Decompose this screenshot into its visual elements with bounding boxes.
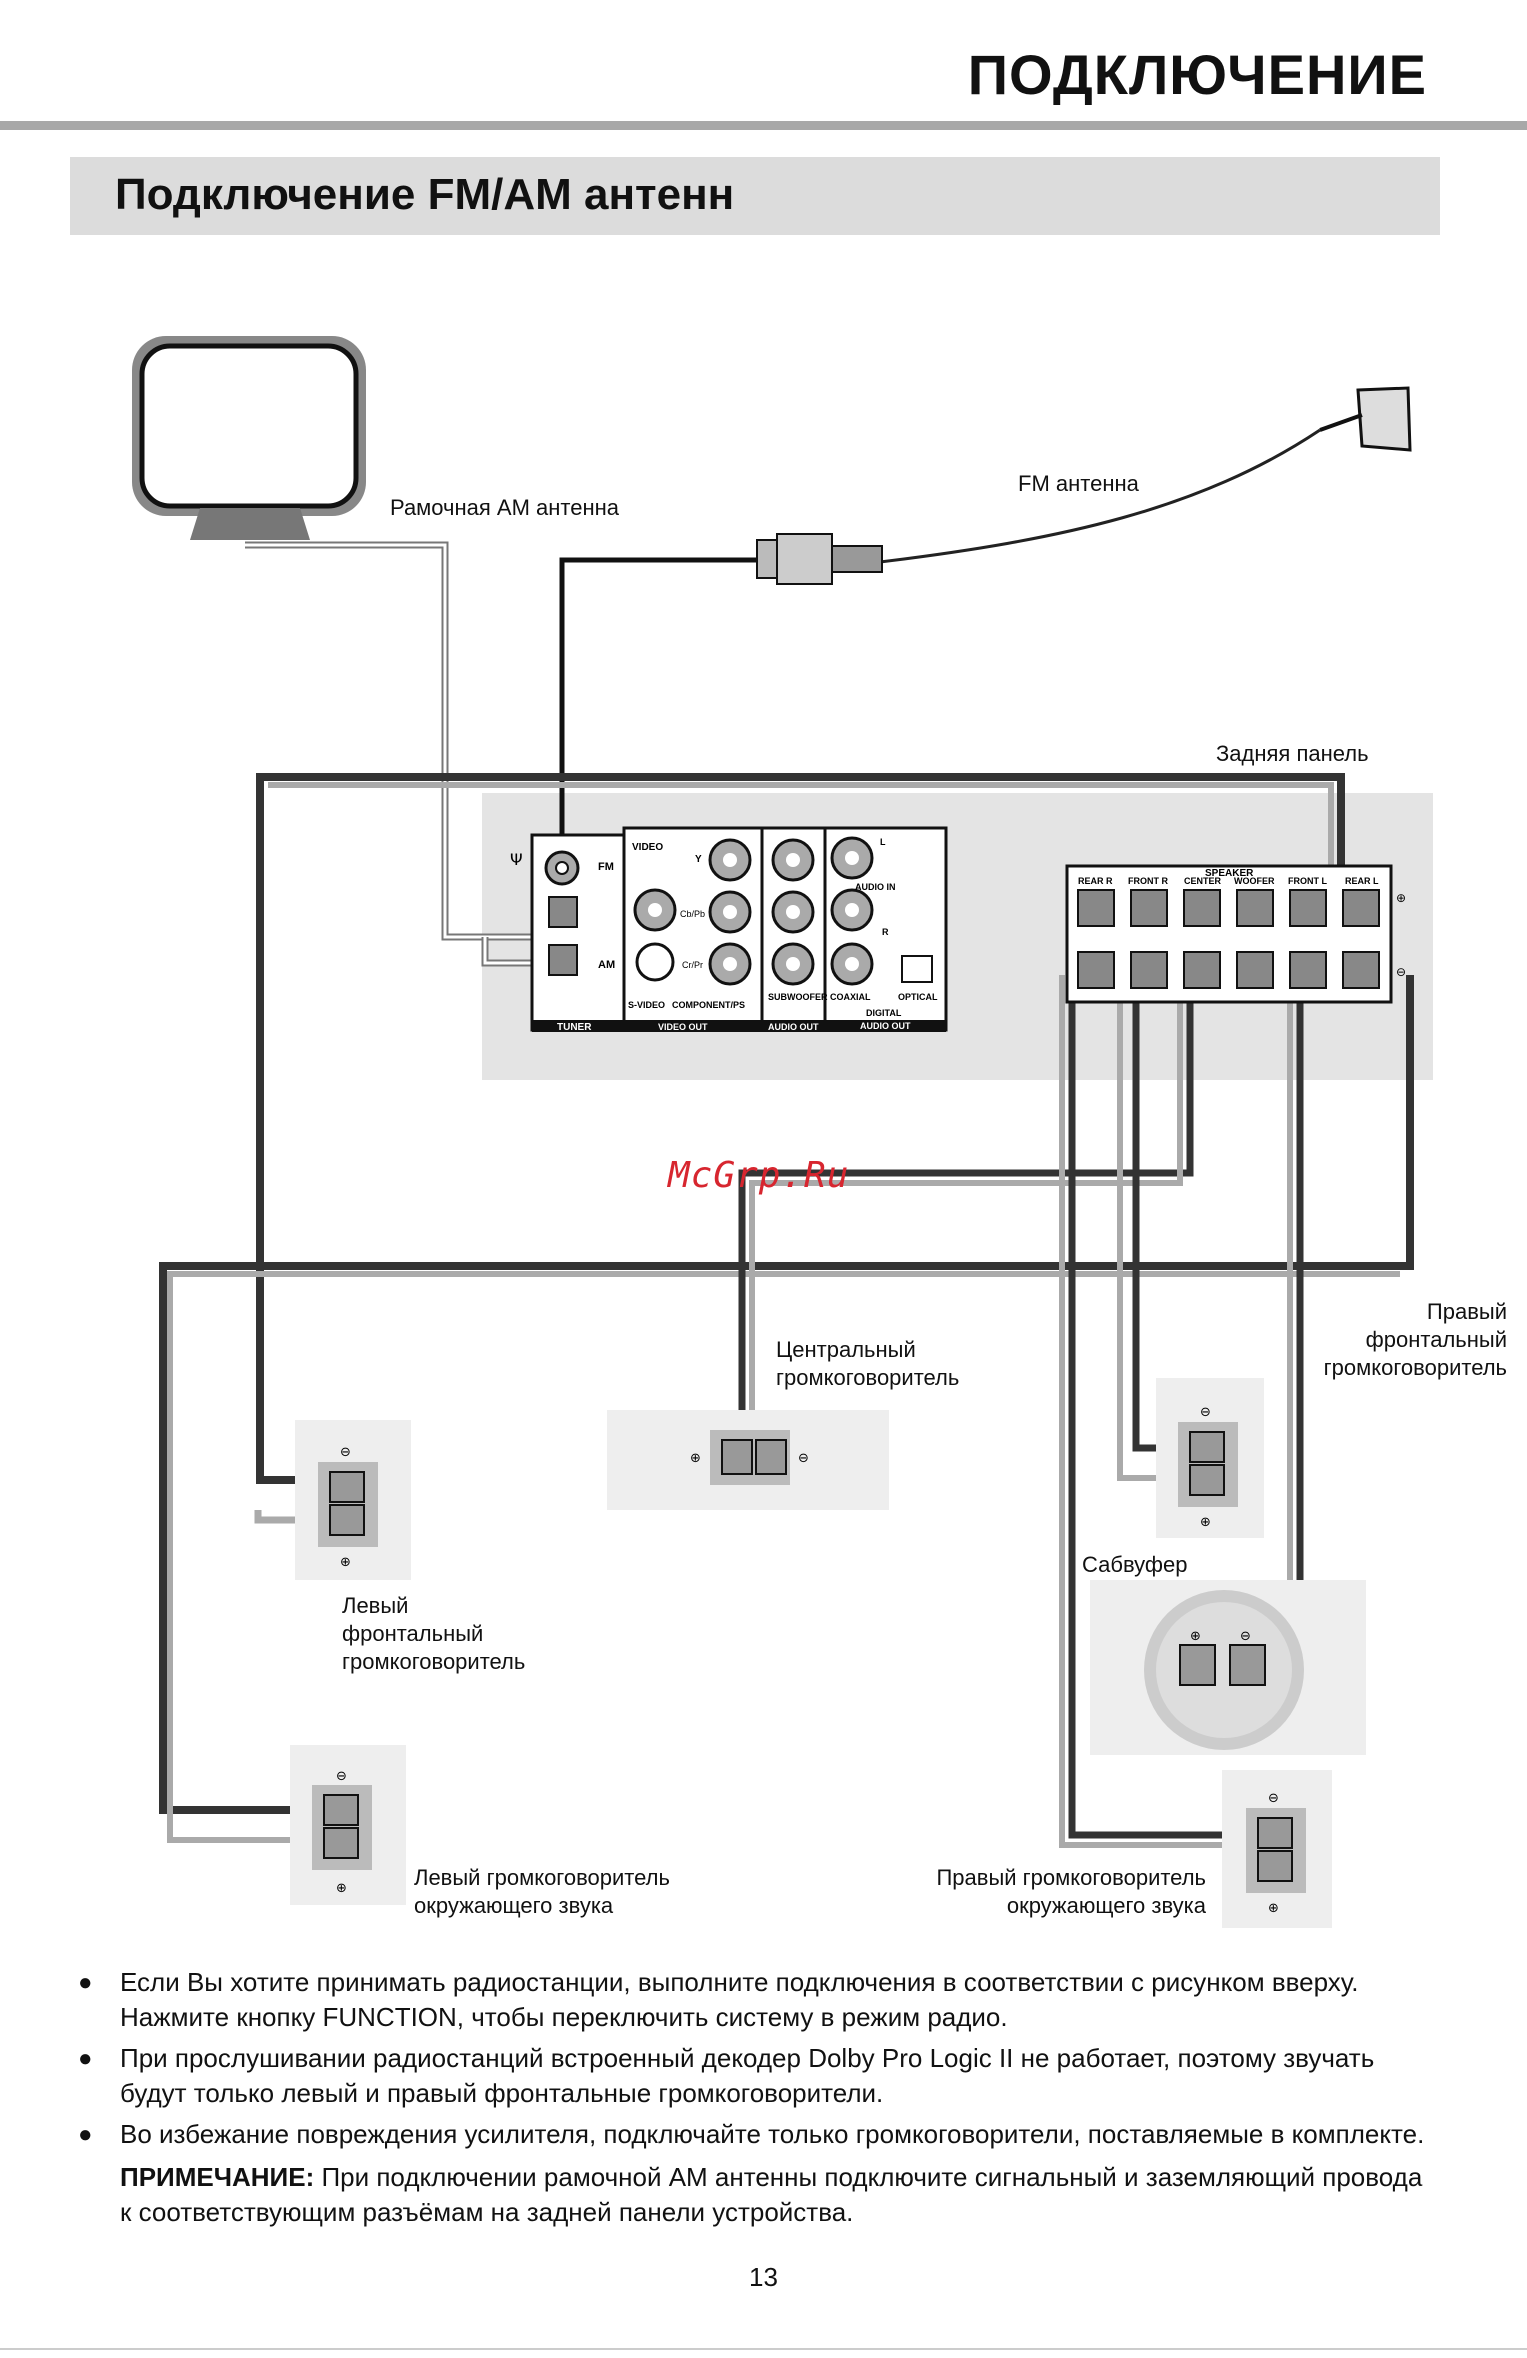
cr-label: Cr/Pr <box>682 960 703 970</box>
section-title: Подключение FM/AM антенн <box>115 170 735 219</box>
digital-audio-out-label: AUDIO OUT <box>860 1021 911 1031</box>
svg-text:⊕: ⊕ <box>1200 1515 1211 1530</box>
left-front-label: Левый фронтальный громкоговоритель <box>342 1593 526 1674</box>
antenna-connection-diagram: TUNER FM AM Ψ VIDEO Y Cb/Pb Cr/Pr S-VIDE… <box>132 336 1433 1928</box>
speaker-terminals: SPEAKER REAR R FRONT R CENTER WOOFER FRO… <box>1065 864 1406 1004</box>
fm-connector-plug <box>756 533 883 585</box>
tuner-label: TUNER <box>557 1022 592 1033</box>
remark-line-1: При подключении рамочной АМ антенны подк… <box>314 2162 1423 2192</box>
video-label: VIDEO <box>632 842 663 853</box>
bullet-icon: ● <box>78 2045 93 2072</box>
notes-list: ● Если Вы хотите принимать радиостанции,… <box>78 1965 1518 2230</box>
svg-text:⊕: ⊕ <box>336 1881 347 1896</box>
audio-in-label: AUDIO IN <box>855 882 896 892</box>
svg-text:⊖: ⊖ <box>1200 1405 1211 1420</box>
svg-text:⊕: ⊕ <box>1396 891 1406 905</box>
remark-line-2: к соответствующим разъёмам на задней пан… <box>120 2197 854 2227</box>
speaker-ch-woofer: WOOFER <box>1234 876 1275 886</box>
speaker-label: SPEAKER <box>1205 868 1254 879</box>
right-front-speaker: ⊖ ⊕ <box>1156 1378 1264 1538</box>
left-surround-speaker: ⊖ ⊕ <box>290 1745 406 1905</box>
left-surround-label: Левый громкоговоритель окружающего звука <box>414 1865 670 1918</box>
speaker-ch-front-l: FRONT L <box>1288 876 1327 886</box>
y-label: Y <box>695 854 702 865</box>
svideo-label: S-VIDEO <box>628 1000 665 1010</box>
audio-in-l-label: L <box>880 837 886 847</box>
subwoofer-label: Сабвуфер <box>1082 1552 1188 1577</box>
svg-text:⊕: ⊕ <box>1268 1901 1279 1916</box>
fm-antenna <box>756 386 1412 585</box>
center-speaker-label: Центральный громкоговоритель <box>776 1337 960 1390</box>
audio-in-r-label: R <box>882 927 889 937</box>
right-surround-speaker: ⊖ ⊕ <box>1222 1770 1332 1928</box>
svg-text:⊕: ⊕ <box>340 1555 351 1570</box>
remark-label: ПРИМЕЧАНИЕ: <box>120 2162 315 2192</box>
speaker-ch-rear-l: REAR L <box>1345 876 1379 886</box>
coaxial-label: COAXIAL <box>830 992 871 1002</box>
svg-text:⊖: ⊖ <box>340 1445 351 1460</box>
optical-label: OPTICAL <box>898 992 938 1002</box>
right-front-label: Правый фронтальный громкоговоритель <box>1323 1299 1507 1380</box>
bottom-rule <box>0 2348 1527 2350</box>
am-loop-antenna <box>132 336 366 540</box>
bullet-icon: ● <box>78 2121 93 2148</box>
speaker-ch-front-r: FRONT R <box>1128 876 1168 886</box>
am-antenna-label: Рамочная АМ антенна <box>390 495 620 520</box>
tuner-am-label: AM <box>598 959 615 971</box>
digital-label: DIGITAL <box>866 1008 902 1018</box>
page-number: 13 <box>749 2262 778 2292</box>
audio-out-label: AUDIO OUT <box>768 1022 819 1032</box>
subwoofer: ⊕ ⊖ <box>1090 1580 1366 1755</box>
rear-panel-label: Задняя панель <box>1216 741 1369 766</box>
svg-text:⊖: ⊖ <box>1240 1629 1251 1644</box>
page-title: ПОДКЛЮЧЕНИЕ <box>967 43 1427 106</box>
note-item: ● Если Вы хотите принимать радиостанции,… <box>78 1967 1359 2032</box>
fm-antenna-label: FM антенна <box>1018 471 1139 496</box>
svg-text:⊖: ⊖ <box>336 1769 347 1784</box>
note-item: ● При прослушивании радиостанций встроен… <box>78 2043 1375 2108</box>
tuner-fm-label: FM <box>598 861 614 873</box>
component-label: COMPONENT/PS <box>672 1000 745 1010</box>
svg-text:⊕: ⊕ <box>690 1451 701 1466</box>
svg-text:⊕: ⊕ <box>1190 1629 1201 1644</box>
bullet-icon: ● <box>78 1969 93 1996</box>
remark: ПРИМЕЧАНИЕ: При подключении рамочной АМ … <box>78 2160 1518 2230</box>
watermark: McGrp.Ru <box>668 1155 850 1196</box>
cb-label: Cb/Pb <box>680 909 705 919</box>
speaker-ch-center: CENTER <box>1184 876 1222 886</box>
antenna-symbol: Ψ <box>510 850 523 869</box>
video-audio-block: VIDEO Y Cb/Pb Cr/Pr S-VIDEO COMPONENT/PS… <box>622 826 948 1032</box>
left-front-speaker: ⊖ ⊕ <box>295 1420 411 1580</box>
speaker-ch-rear-r: REAR R <box>1078 876 1113 886</box>
header-rule <box>0 121 1527 130</box>
subwoofer-out-label: SUBWOOFER <box>768 992 828 1002</box>
tuner-block: TUNER FM AM Ψ <box>510 833 632 1033</box>
svg-text:⊖: ⊖ <box>1268 1791 1279 1806</box>
center-speaker: ⊕ ⊖ <box>607 1410 889 1510</box>
svg-text:⊖: ⊖ <box>1396 965 1406 979</box>
section-title-bar <box>70 157 1440 235</box>
right-surround-label: Правый громкоговоритель окружающего звук… <box>936 1865 1206 1918</box>
note-item: ● Во избежание повреждения усилителя, по… <box>78 2117 1518 2152</box>
video-out-label: VIDEO OUT <box>658 1022 708 1032</box>
svg-text:⊖: ⊖ <box>798 1451 809 1466</box>
